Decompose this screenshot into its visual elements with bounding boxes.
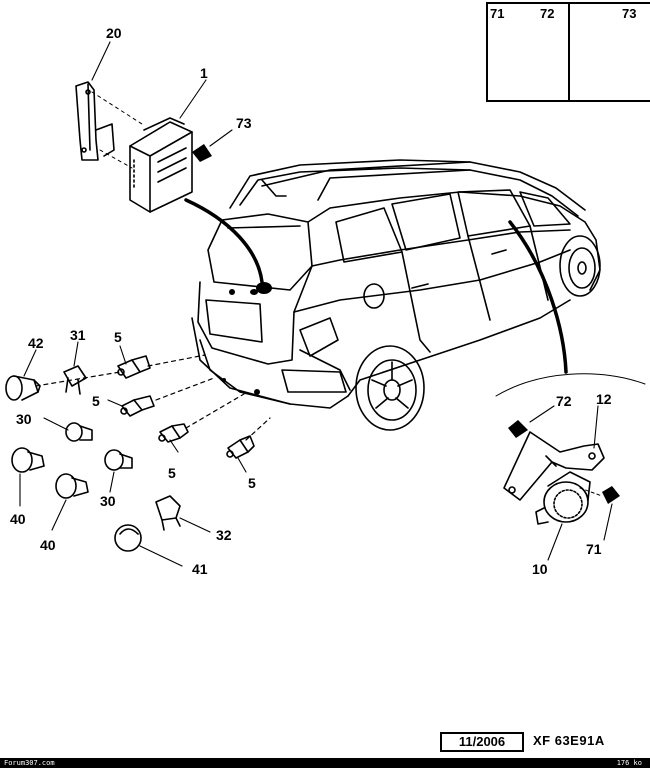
callout-30-b: 30 [100, 493, 116, 509]
callout-40-a: 40 [10, 511, 26, 527]
sensor-5-d [226, 435, 255, 459]
footer-source: Forum307.com [4, 759, 55, 767]
callout-31: 31 [70, 327, 86, 343]
bracket-12 [503, 431, 605, 501]
sensor-5-c [158, 423, 189, 443]
callout-72: 72 [556, 393, 572, 409]
callout-71: 71 [586, 541, 602, 557]
callout-32: 32 [216, 527, 232, 543]
ecu-module-1 [129, 117, 193, 213]
grommet-30-b [104, 449, 133, 471]
clip-31 [63, 365, 87, 395]
callout-20: 20 [106, 25, 122, 41]
legend-label-73: 73 [622, 6, 637, 21]
bracket-20 [75, 81, 115, 161]
callout-42: 42 [28, 335, 44, 351]
callout-40-b: 40 [40, 537, 56, 553]
callout-12: 12 [596, 391, 612, 407]
cap-40-a [11, 447, 45, 473]
callout-5-d: 5 [248, 475, 256, 491]
callout-41: 41 [192, 561, 208, 577]
sensor-5-b [120, 395, 155, 417]
callout-1: 1 [200, 65, 208, 81]
callout-5-b: 5 [92, 393, 100, 409]
footer-date: 11/2006 [440, 732, 524, 752]
cap-40-b [55, 473, 89, 499]
bottom-bar [0, 758, 650, 768]
grommet-42 [5, 375, 41, 401]
clip-32 [155, 495, 181, 531]
grommet-30-a [65, 422, 93, 442]
footer-size: 176 ko [616, 759, 642, 767]
callout-5-a: 5 [114, 329, 122, 345]
footer-reference: XF 63E91A [533, 733, 605, 748]
callout-5-c: 5 [168, 465, 176, 481]
buzzer-10 [535, 471, 591, 525]
legend-label-71: 71 [490, 6, 505, 21]
callout-10: 10 [532, 561, 548, 577]
legend-box-73 [568, 2, 650, 102]
callout-30-a: 30 [16, 411, 32, 427]
cover-41 [114, 524, 142, 552]
hatch-connector [229, 282, 272, 295]
legend-label-72: 72 [540, 6, 555, 21]
callout-73: 73 [236, 115, 252, 131]
car-body [191, 159, 601, 431]
sensor-5-a [117, 355, 151, 379]
